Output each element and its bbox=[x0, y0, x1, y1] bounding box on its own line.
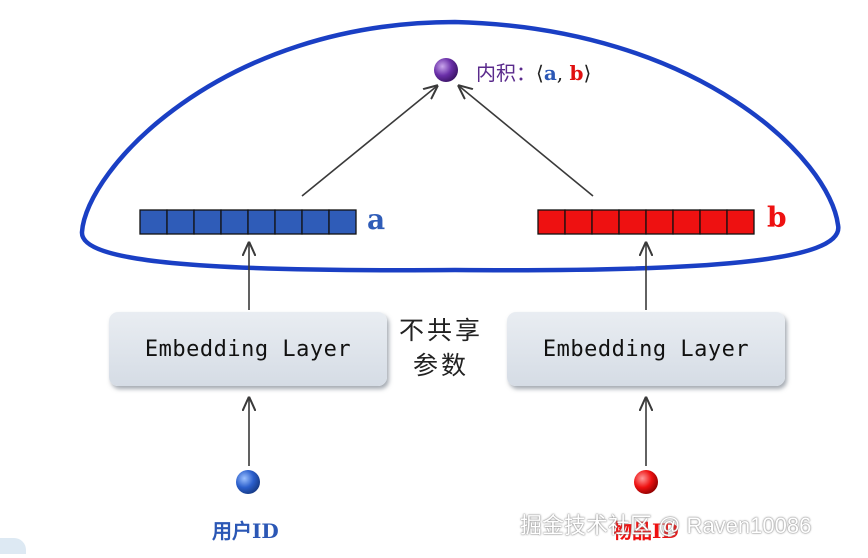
left-embedding-layer: Embedding Layer bbox=[109, 312, 387, 386]
no-shared-params-line2: 参数 bbox=[412, 351, 469, 380]
inner-product-node bbox=[434, 58, 458, 82]
inner-product-b: b bbox=[569, 61, 584, 85]
vector-b-cell bbox=[699, 209, 728, 235]
vector-a-cell bbox=[139, 209, 168, 235]
vector-b-cell bbox=[645, 209, 674, 235]
vector-b-cell bbox=[618, 209, 647, 235]
inner-product-label: 内积：⟨a, b⟩ bbox=[476, 57, 591, 86]
vector-b-cell bbox=[591, 209, 620, 235]
left-embedding-label: Embedding Layer bbox=[144, 336, 352, 362]
vector-a-cell bbox=[220, 209, 249, 235]
vector-a-cell bbox=[193, 209, 222, 235]
inner-product-close-bracket: ⟩ bbox=[583, 61, 592, 85]
item-id-label: 物品ID bbox=[612, 519, 679, 543]
user-id-node bbox=[236, 470, 260, 494]
user-id-label: 用户ID bbox=[212, 519, 279, 543]
no-shared-params-note: 不共享 参数 bbox=[395, 313, 487, 383]
corner-decoration bbox=[0, 538, 26, 554]
item-id-node bbox=[634, 470, 658, 494]
vector-a-cell bbox=[247, 209, 276, 235]
vector-a bbox=[139, 209, 357, 235]
vector-a-cell bbox=[328, 209, 357, 235]
vector-a-cell bbox=[274, 209, 303, 235]
vector-b bbox=[537, 209, 755, 235]
arrow-a-to-inner-product bbox=[301, 86, 437, 197]
inner-product-comma: , bbox=[556, 61, 564, 85]
vector-b-cell bbox=[564, 209, 593, 235]
inner-product-a: a bbox=[543, 61, 557, 85]
vector-a-cell bbox=[301, 209, 330, 235]
right-embedding-label: Embedding Layer bbox=[542, 336, 750, 362]
right-embedding-layer: Embedding Layer bbox=[507, 312, 785, 386]
similarity-enclosure-outline bbox=[79, 19, 841, 273]
vector-a-label: a bbox=[367, 203, 386, 236]
arrow-b-to-inner-product bbox=[459, 86, 594, 197]
vector-b-label: b bbox=[767, 201, 787, 234]
vector-a-cell bbox=[166, 209, 195, 235]
inner-product-open-bracket: ⟨ bbox=[536, 61, 544, 85]
watermark: 掘金技术社区 @ Raven10086 bbox=[520, 513, 812, 538]
vector-b-cell bbox=[537, 209, 566, 235]
vector-b-cell bbox=[726, 209, 755, 235]
vector-b-cell bbox=[672, 209, 701, 235]
no-shared-params-line1: 不共享 bbox=[398, 316, 483, 345]
inner-product-prefix: 内积： bbox=[476, 61, 536, 85]
